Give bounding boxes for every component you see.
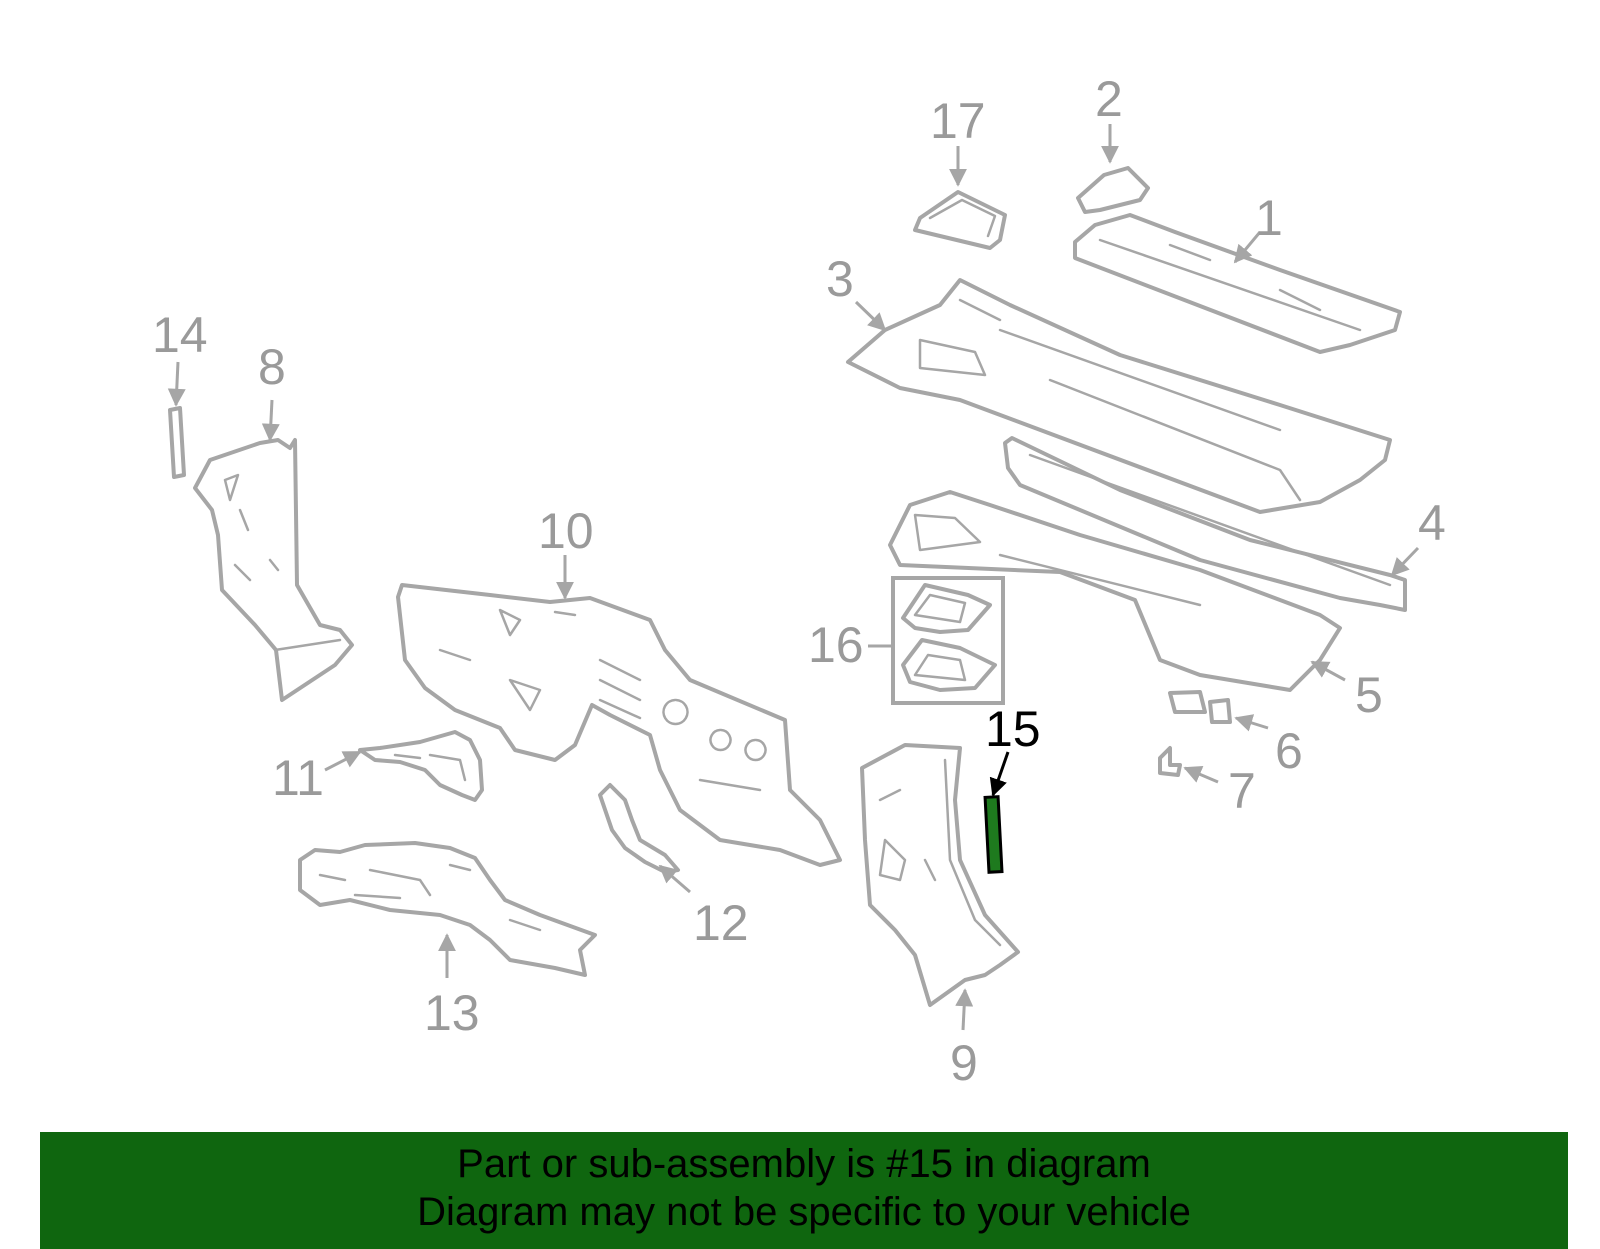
part-10[interactable] — [396, 583, 842, 867]
callout-11: 11 — [272, 750, 324, 806]
callout-12: 12 — [693, 895, 749, 951]
callout-17: 17 — [930, 93, 986, 149]
callout-3: 3 — [826, 251, 854, 307]
parts-diagram: 1 2 3 4 5 6 7 8 9 10 11 12 13 14 15 16 1… — [152, 71, 1446, 1091]
callout-1: 1 — [1255, 190, 1283, 246]
part-15[interactable] — [983, 795, 1004, 874]
part-5[interactable] — [888, 490, 1342, 692]
callout-7: 7 — [1228, 763, 1256, 819]
callout-9: 9 — [950, 1035, 978, 1091]
part-17[interactable] — [913, 190, 1007, 250]
callout-13: 13 — [424, 985, 480, 1041]
part-6[interactable] — [1168, 690, 1232, 724]
callout-8: 8 — [258, 339, 286, 395]
part-1[interactable] — [1073, 213, 1402, 354]
banner-line-2: Diagram may not be specific to your vehi… — [417, 1190, 1191, 1234]
part-4[interactable] — [1003, 436, 1407, 612]
part-11[interactable] — [358, 730, 484, 802]
part-12[interactable] — [598, 783, 680, 874]
part-13[interactable] — [298, 841, 597, 977]
banner-line-1: Part or sub-assembly is #15 in diagram — [457, 1142, 1151, 1186]
info-banner: Part or sub-assembly is #15 in diagram D… — [40, 1132, 1568, 1249]
part-7[interactable] — [1158, 746, 1182, 777]
part-2[interactable] — [1076, 166, 1150, 214]
callout-15: 15 — [985, 701, 1041, 757]
part-9[interactable] — [860, 743, 1020, 1007]
callout-6: 6 — [1275, 723, 1303, 779]
callout-16: 16 — [808, 617, 864, 673]
part-14[interactable] — [168, 406, 186, 479]
callout-14: 14 — [152, 307, 208, 363]
part-16[interactable] — [891, 576, 1005, 705]
callout-4: 4 — [1418, 495, 1446, 551]
part-8[interactable] — [193, 438, 354, 702]
part-3[interactable] — [846, 278, 1392, 514]
callout-5: 5 — [1355, 667, 1383, 723]
callout-2: 2 — [1095, 71, 1123, 127]
callout-10: 10 — [538, 503, 594, 559]
